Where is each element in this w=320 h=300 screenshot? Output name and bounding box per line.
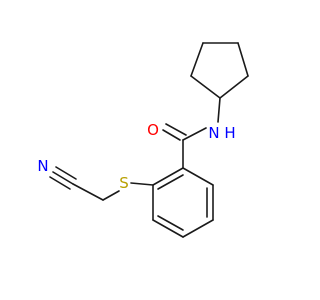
- amide-nitrogen-label: N: [208, 124, 219, 142]
- bond-carbonyl-oxygen-a: [162, 129, 181, 141]
- bond-ring-sulfur: [130, 182, 154, 186]
- bond-sulfur-methylene: [102, 190, 120, 201]
- bond-cp2-cp3: [190, 42, 204, 77]
- thioether-chain: S N: [37, 157, 154, 201]
- bond-nitrile-triple-c: [49, 176, 71, 190]
- benzene-ring: [152, 167, 214, 238]
- bond-nitrogen-cyclopentyl: [217, 97, 221, 123]
- molecule-structure: O N H S N: [37, 42, 249, 238]
- bond-c3-c4: [182, 219, 214, 238]
- bond-c1-c2: [182, 167, 214, 186]
- bond-c4-c5: [152, 219, 184, 238]
- bond-cp1-cp2: [190, 75, 221, 99]
- bond-methylene-nitrile-carbon: [72, 183, 104, 201]
- bond-nitrile-triple-a: [52, 171, 74, 185]
- bond-c4-c5-inner: [157, 215, 184, 231]
- bond-c6-c1: [152, 167, 184, 186]
- cyclopentyl-ring: [190, 42, 249, 123]
- bond-c6-c1-inner: [157, 174, 184, 190]
- nitrile-nitrogen-label: N: [37, 157, 48, 175]
- amide-hydrogen-label: H: [224, 124, 235, 142]
- oxygen-atom-label: O: [147, 121, 159, 139]
- bond-nitrile-triple-b: [55, 166, 77, 180]
- amide-group: O N H: [147, 121, 236, 169]
- bond-cp5-cp1: [219, 75, 249, 99]
- bond-carbonyl-nitrogen: [182, 127, 207, 141]
- bond-cp4-cp5: [237, 42, 249, 77]
- sulfur-atom-label: S: [119, 174, 129, 192]
- bond-carbonyl-oxygen-b: [165, 123, 187, 136]
